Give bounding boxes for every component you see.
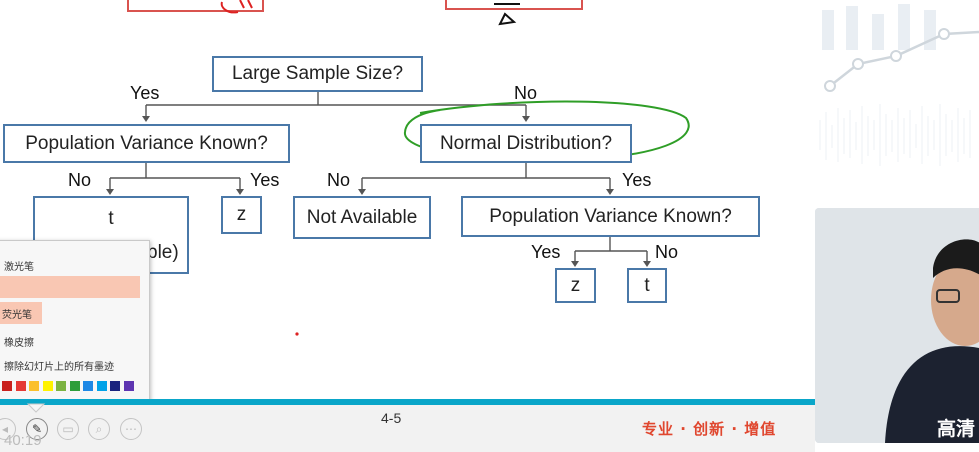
sub-yes-label: Yes <box>531 242 561 262</box>
ink-color-swatch[interactable] <box>29 381 39 391</box>
sub-t-result-box: t <box>627 268 667 303</box>
decorative-line-chart <box>819 4 979 166</box>
slide-page-number: 4-5 <box>381 410 402 426</box>
ink-color-swatch[interactable] <box>123 381 134 391</box>
ink-color-swatch[interactable] <box>56 381 66 391</box>
left-yes-label: Yes <box>250 170 280 190</box>
root-decision-box: Large Sample Size? <box>212 56 423 92</box>
webcam-video: 高清 <box>815 208 979 443</box>
menu-item-highlighter-hover[interactable]: 荧光笔 <box>0 302 42 324</box>
right-yes-label: Yes <box>622 170 652 190</box>
ink-color-swatch[interactable] <box>42 381 53 391</box>
menu-item-laser-pointer[interactable]: 激光笔 <box>4 262 34 273</box>
not-available-box: Not Available <box>293 196 431 239</box>
left-t-result-label: t <box>108 208 114 229</box>
menu-item-erase-all-ink[interactable]: 擦除幻灯片上的所有墨迹 <box>4 362 114 373</box>
not-available-label: Not Available <box>306 206 418 228</box>
right-normal-box: Normal Distribution? <box>420 124 632 163</box>
ink-color-swatch[interactable] <box>2 381 12 391</box>
sub-variance-label: Population Variance Known? <box>489 205 732 227</box>
root-no-label: No <box>514 83 538 103</box>
sub-z-result-box: z <box>555 268 596 303</box>
ink-color-swatch[interactable] <box>83 381 93 391</box>
ink-color-swatch[interactable] <box>110 381 120 391</box>
sub-t-result-label: t <box>644 274 650 296</box>
playback-progress-bar[interactable] <box>0 399 815 405</box>
ink-color-swatch[interactable] <box>96 381 107 391</box>
video-timestamp: 40:19 <box>4 432 42 449</box>
left-z-result-box: z <box>221 196 262 234</box>
slides-icon[interactable]: ▭ <box>57 418 79 440</box>
cropped-top-left-box <box>127 0 264 12</box>
root-decision-label: Large Sample Size? <box>231 63 404 84</box>
right-no-label: No <box>327 170 351 190</box>
presenter-image <box>815 208 979 443</box>
webcam-watermark: 高清 <box>936 418 975 440</box>
left-z-result-label: z <box>236 204 247 225</box>
zoom-icon[interactable]: ⌕ <box>88 418 110 440</box>
sub-variance-box: Population Variance Known? <box>461 196 760 237</box>
arrow-icon[interactable]: ◂ <box>0 418 16 440</box>
left-t-result-sublabel: ble) <box>147 242 179 263</box>
pen-icon[interactable]: ✎ <box>26 418 48 440</box>
menu-item-eraser[interactable]: 橡皮擦 <box>4 338 34 349</box>
left-variance-label: Population Variance Known? <box>25 132 268 154</box>
menu-item-pen-highlight[interactable] <box>0 276 140 298</box>
root-yes-label: Yes <box>130 83 160 103</box>
right-normal-label: Normal Distribution? <box>439 132 613 154</box>
sub-z-result-label: z <box>570 274 581 296</box>
more-icon[interactable]: ⋯ <box>120 418 142 440</box>
slogan-text: 专业 · 创新 · 增值 <box>642 420 777 438</box>
left-variance-box: Population Variance Known? <box>3 124 290 163</box>
sub-no-label: No <box>655 242 679 262</box>
left-no-label: No <box>68 170 92 190</box>
ink-color-swatch[interactable] <box>15 381 26 391</box>
ink-color-swatch[interactable] <box>69 381 80 391</box>
menu-item-highlighter[interactable]: 荧光笔 <box>2 310 32 321</box>
